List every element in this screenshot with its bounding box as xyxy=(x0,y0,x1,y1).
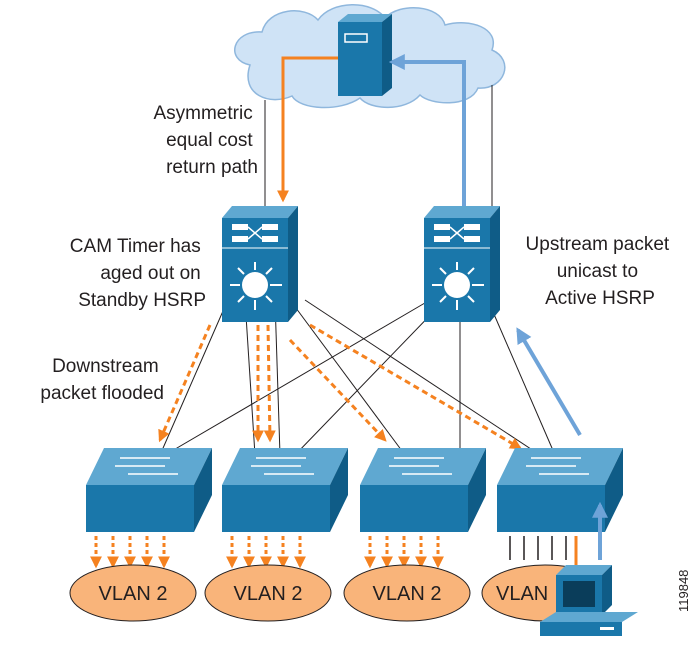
vlan-label: VLAN 2 xyxy=(234,583,303,605)
vlan-label: VLAN 2 xyxy=(373,583,442,605)
flood-arrows xyxy=(158,323,523,450)
return-path-arrow xyxy=(277,56,338,203)
upstream-path-arrow xyxy=(388,54,466,210)
workstation-icon xyxy=(540,565,638,636)
upstream-label: Upstream packet unicast to Active HSRP xyxy=(526,234,675,309)
access-switch-icon xyxy=(86,448,212,532)
access-switch-icon xyxy=(222,448,348,532)
access-switch-icon xyxy=(497,448,623,532)
port-flood-arrows xyxy=(90,536,444,569)
cam-timer-label: CAM Timer has aged out on Standby HSRP xyxy=(70,236,206,311)
server-icon xyxy=(338,14,392,96)
access-switch-icon xyxy=(360,448,486,532)
figure-number: 119848 xyxy=(676,570,691,612)
upstream-arrow xyxy=(516,327,582,437)
vlan-label: VLAN 2 xyxy=(99,583,168,605)
port-lines xyxy=(509,536,567,560)
vlan-label: VLAN xyxy=(496,583,548,605)
return-path-label: Asymmetric equal cost return path xyxy=(153,103,258,178)
flooded-label: Downstream packet flooded xyxy=(40,356,164,404)
distribution-switch-icon xyxy=(222,206,298,322)
distribution-switch-icon xyxy=(424,206,500,322)
